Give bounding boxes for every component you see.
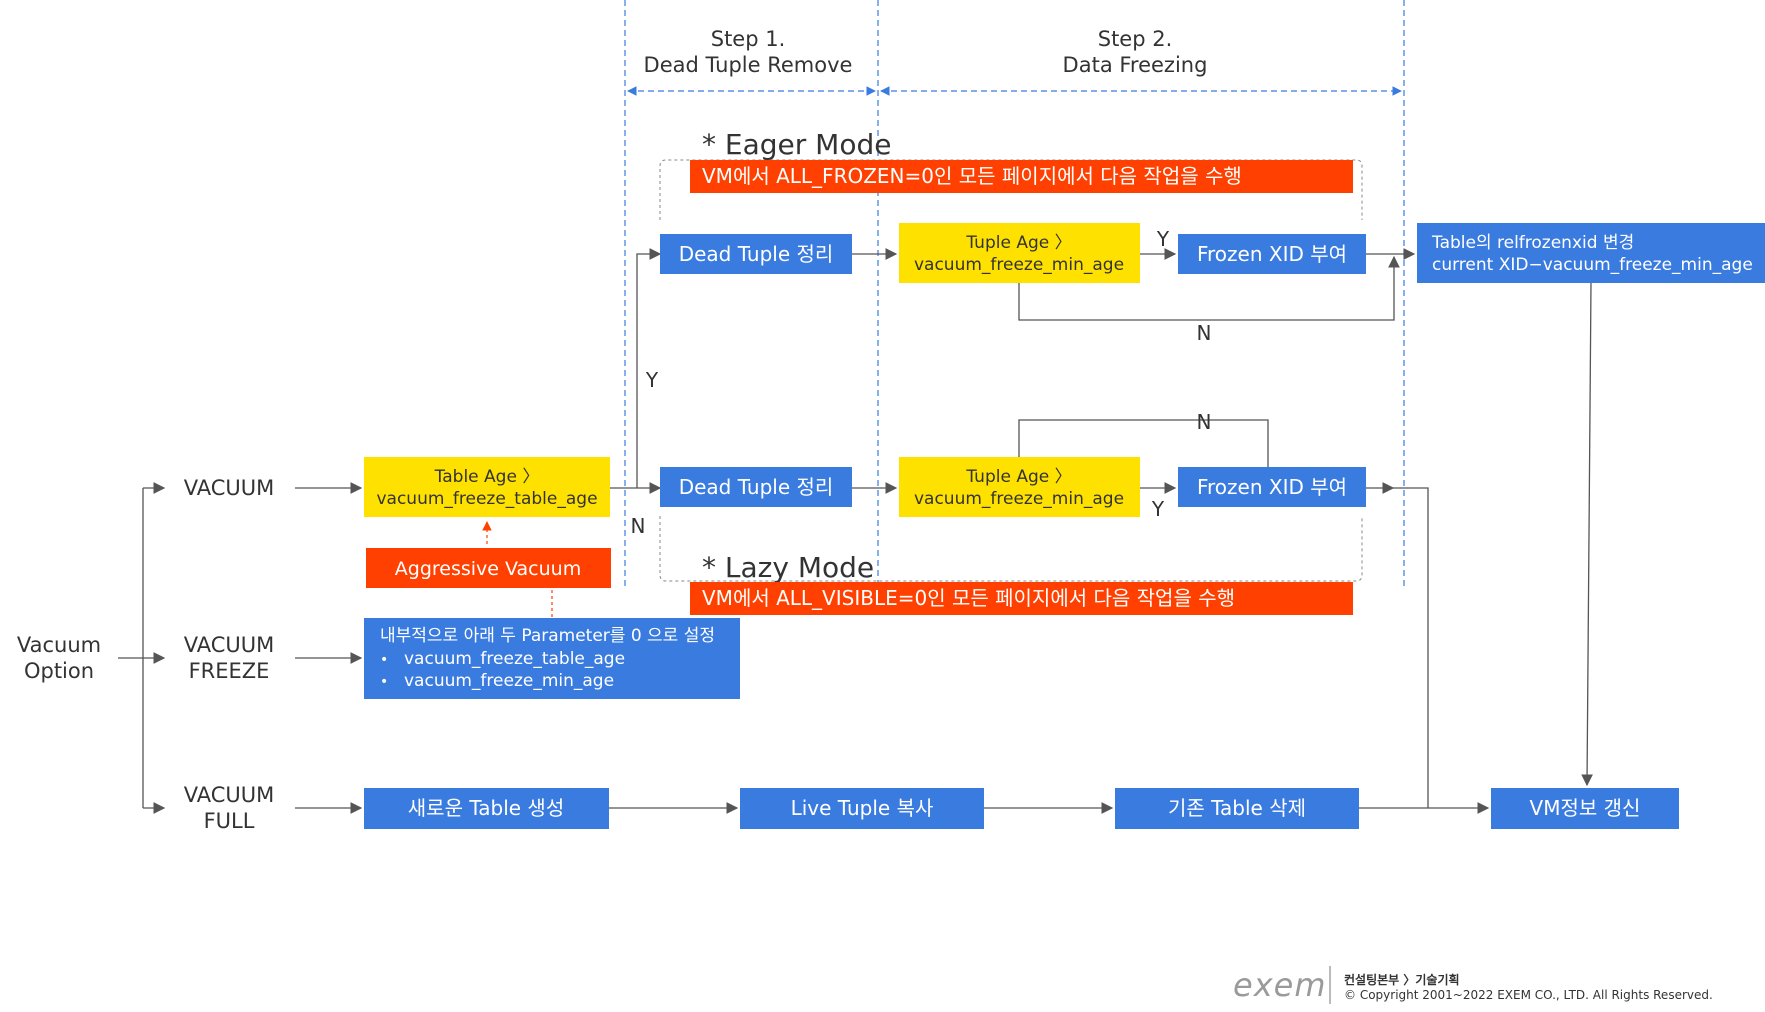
edge-label-n-top-loop: N bbox=[1197, 321, 1212, 345]
lazy-mode-banner-text: VM에서 ALL_VISIBLE=0인 모든 페이지에서 다음 작업을 수행 bbox=[702, 586, 1235, 610]
frozen-xid-eager-box bbox=[1178, 234, 1366, 274]
tuple-age-eager-box bbox=[899, 223, 1140, 283]
dead-tuple-eager-box bbox=[660, 234, 852, 274]
lazy-n-loop bbox=[1018, 419, 1269, 467]
step2-subtitle: Data Freezing bbox=[1063, 53, 1208, 77]
aggressive-vacuum-box bbox=[366, 548, 611, 588]
relfrozenxid-to-vm-arrow bbox=[1581, 282, 1593, 787]
table-age-box bbox=[364, 457, 610, 517]
parameter-bullet-2: • bbox=[380, 674, 388, 690]
edge-label-n-horizontal: N bbox=[631, 514, 646, 538]
delete-table-box bbox=[1115, 788, 1359, 829]
vacuum-full-label-2: FULL bbox=[204, 809, 255, 833]
step1-title: Step 1. bbox=[711, 27, 786, 51]
vacuum-option-label: Vacuum bbox=[17, 633, 101, 657]
lazy-mode-title: * Lazy Mode bbox=[702, 551, 874, 584]
vm-update-box bbox=[1491, 788, 1679, 829]
edge-label-y-vertical: Y bbox=[645, 368, 659, 392]
footer-dept: 컨설팅본부 〉기술기획 bbox=[1344, 972, 1460, 987]
vacuum-freeze-label: VACUUM bbox=[184, 633, 275, 657]
table-age-line2: vacuum_freeze_table_age bbox=[376, 489, 597, 509]
tuple-age-lazy-line1: Tuple Age 〉 bbox=[965, 467, 1071, 487]
eager-mode-banner bbox=[690, 160, 1353, 193]
step1-subtitle: Dead Tuple Remove bbox=[644, 53, 853, 77]
decision-connectors bbox=[610, 248, 662, 494]
frozen-xid-eager-text: Frozen XID 부여 bbox=[1197, 242, 1347, 266]
edge-label-y-top-freeze: Y bbox=[1156, 227, 1170, 251]
footer-logo: exem bbox=[1233, 966, 1326, 1004]
vacuum-full-label: VACUUM bbox=[184, 783, 275, 807]
tuple-age-lazy-box bbox=[899, 457, 1140, 517]
root-connectors bbox=[118, 482, 166, 814]
vacuum-option-label-2: Option bbox=[24, 659, 94, 683]
option-connectors bbox=[295, 482, 363, 814]
frozen-xid-lazy-text: Frozen XID 부여 bbox=[1197, 475, 1347, 499]
vacuum-label: VACUUM bbox=[184, 476, 275, 500]
aggressive-vacuum-text: Aggressive Vacuum bbox=[395, 558, 581, 580]
edge-label-n-bottom-loop: N bbox=[1197, 410, 1212, 434]
lazy-to-vm-line bbox=[1393, 487, 1429, 808]
eager-mode-banner-text: VM에서 ALL_FROZEN=0인 모든 페이지에서 다음 작업을 수행 bbox=[702, 164, 1242, 188]
relfrozenxid-line1: Table의 relfrozenxid 변경 bbox=[1431, 233, 1634, 253]
tuple-age-lazy-line2: vacuum_freeze_min_age bbox=[914, 489, 1124, 509]
relfrozenxid-box bbox=[1417, 223, 1765, 283]
table-age-line1: Table Age 〉 bbox=[434, 467, 540, 487]
parameter-item-2: vacuum_freeze_min_age bbox=[404, 671, 614, 691]
step-guides bbox=[624, 0, 1405, 590]
dead-tuple-eager-text: Dead Tuple 정리 bbox=[679, 242, 834, 266]
eager-mode-title: * Eager Mode bbox=[702, 128, 891, 161]
relfrozenxid-line2: current XID−vacuum_freeze_min_age bbox=[1432, 255, 1753, 275]
edge-label-y-bottom-freeze: Y bbox=[1151, 497, 1165, 521]
dead-tuple-lazy-text: Dead Tuple 정리 bbox=[679, 475, 834, 499]
eager-n-loop bbox=[1018, 255, 1400, 321]
delete-table-text: 기존 Table 삭제 bbox=[1168, 796, 1306, 820]
frozen-xid-lazy-box bbox=[1178, 467, 1366, 507]
live-tuple-text: Live Tuple 복사 bbox=[791, 796, 934, 820]
lazy-mode-bracket bbox=[659, 516, 1363, 582]
new-table-text: 새로운 Table 생성 bbox=[408, 796, 564, 820]
footer-copyright: © Copyright 2001~2022 EXEM CO., LTD. All… bbox=[1344, 988, 1713, 1002]
step2-title: Step 2. bbox=[1098, 27, 1173, 51]
vacuum-freeze-label-2: FREEZE bbox=[189, 659, 270, 683]
parameter-box bbox=[364, 618, 740, 699]
lazy-mode-banner bbox=[690, 582, 1353, 615]
vm-update-text: VM정보 갱신 bbox=[1530, 796, 1641, 820]
parameter-bullet-1: • bbox=[380, 652, 388, 668]
live-tuple-box bbox=[740, 788, 984, 829]
dead-tuple-lazy-box bbox=[660, 467, 852, 507]
tuple-age-eager-line1: Tuple Age 〉 bbox=[965, 233, 1071, 253]
new-table-box bbox=[364, 788, 609, 829]
parameter-item-1: vacuum_freeze_table_age bbox=[404, 649, 625, 669]
parameter-box-title: 내부적으로 아래 두 Parameter를 0 으로 설정 bbox=[380, 626, 715, 646]
tuple-age-eager-line2: vacuum_freeze_min_age bbox=[914, 255, 1124, 275]
